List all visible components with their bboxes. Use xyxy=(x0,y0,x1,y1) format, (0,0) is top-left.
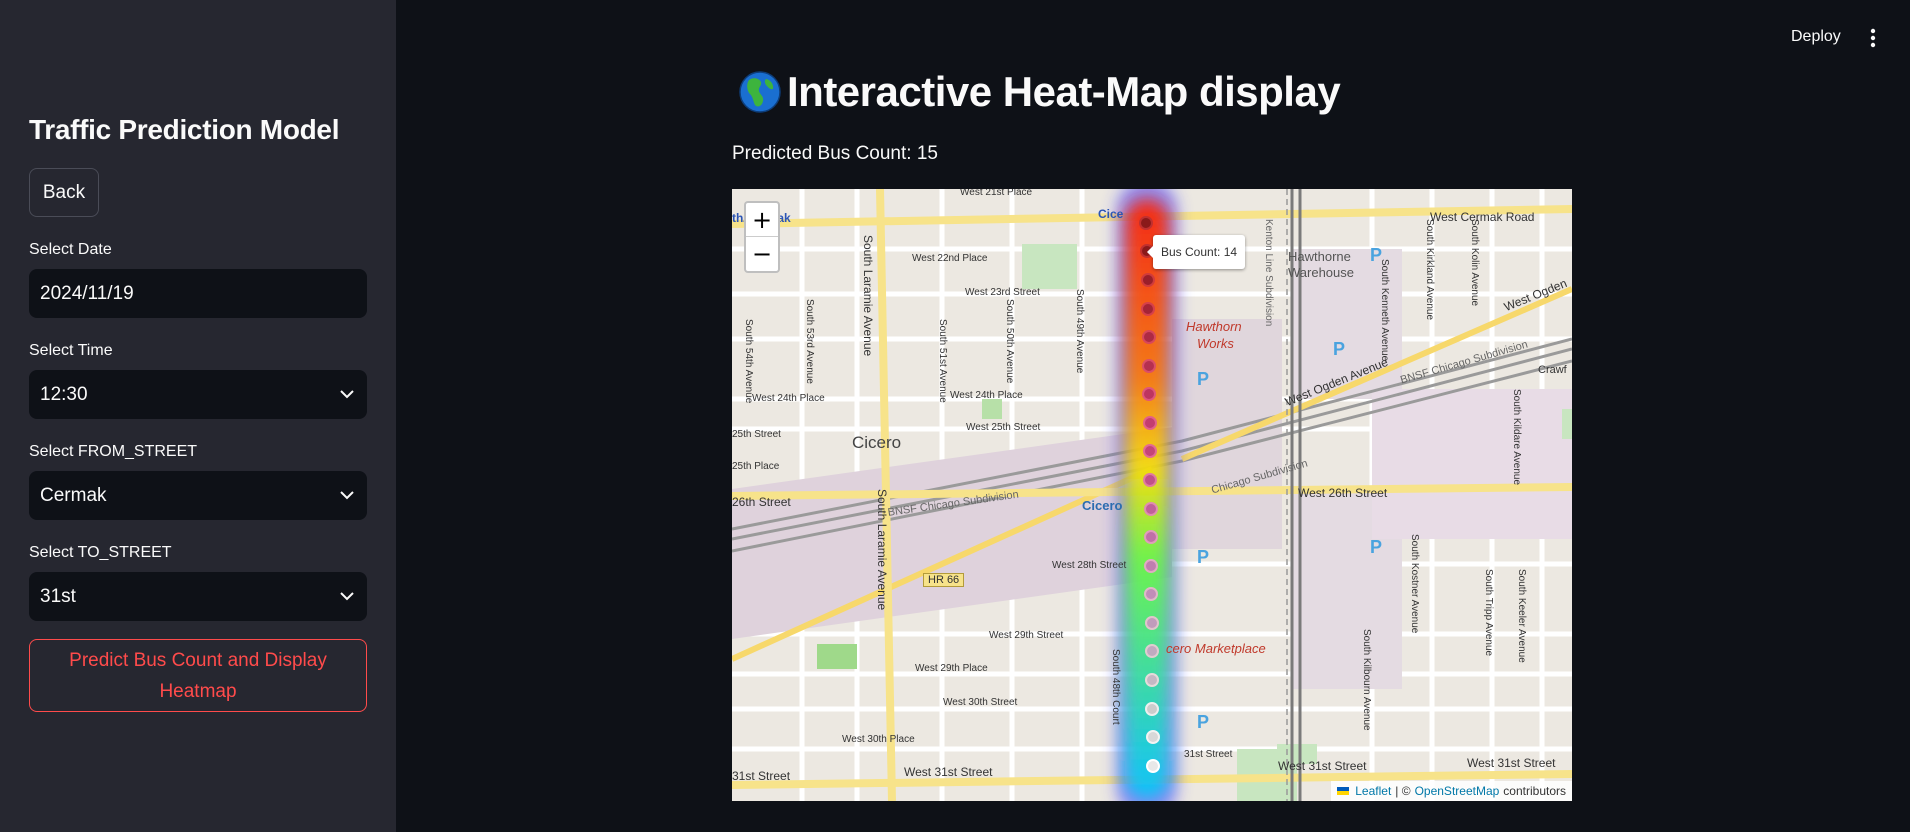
ukraine-flag-icon xyxy=(1337,787,1350,795)
chevron-down-icon xyxy=(327,491,367,500)
map-label-s-49th: South 49th Avenue xyxy=(1074,289,1085,374)
globe-icon xyxy=(739,71,781,113)
map-label-cicero: Cicero xyxy=(852,433,902,452)
map-label-hawthorne-works-1: Hawthorn xyxy=(1186,319,1242,334)
to-street-value: 31st xyxy=(40,585,76,607)
map-label-s-kenneth: South Kenneth Avenue xyxy=(1379,259,1390,362)
map-label-west-24th: West 24th Place xyxy=(752,393,825,404)
map-label-s-54th: South 54th Avenue xyxy=(743,319,754,404)
zoom-control: + − xyxy=(744,201,780,273)
map-label-31st-street-2: 31st Street xyxy=(1184,749,1233,760)
map-label-hawthorne-warehouse-1: Hawthorne xyxy=(1288,249,1351,264)
map-label-hawthorne-works-2: Works xyxy=(1197,336,1234,351)
bus-count-tooltip: Bus Count: 14 xyxy=(1146,235,1246,269)
map-label-west-24th-2: West 24th Place xyxy=(950,390,1023,401)
sidebar-title: Traffic Prediction Model xyxy=(29,114,340,145)
osm-link[interactable]: OpenStreetMap xyxy=(1414,784,1500,798)
map-label-crawford: Crawf xyxy=(1538,364,1567,376)
time-value: 12:30 xyxy=(40,383,88,405)
map-label-s-tripp: South Tripp Avenue xyxy=(1483,569,1494,657)
from-street-select[interactable]: Cermak xyxy=(29,471,367,520)
zoom-out-button[interactable]: − xyxy=(751,240,773,268)
map-label-west-cermak-road: West Cermak Road xyxy=(1430,210,1535,224)
leaflet-link[interactable]: Leaflet xyxy=(1355,784,1392,798)
map-label-west-22nd: West 22nd Place xyxy=(912,253,988,264)
map-label-s-48th: South 48th Court xyxy=(1110,649,1121,725)
svg-text:P: P xyxy=(1333,339,1345,359)
svg-text:P: P xyxy=(1197,369,1209,389)
map-label-cicero-top: Cice xyxy=(1098,207,1124,221)
page-title: Interactive Heat-Map display xyxy=(739,68,1341,116)
map-label-cicero-marketplace: cero Marketplace xyxy=(1166,641,1266,656)
date-label: Select Date xyxy=(29,241,112,258)
map-label-s-laramie-2: South Laramie Avenue xyxy=(875,489,889,611)
time-select[interactable]: 12:30 xyxy=(29,370,367,419)
map-label-25th-place: 25th Place xyxy=(732,461,780,472)
map-label-s-laramie: South Laramie Avenue xyxy=(861,235,875,357)
sidebar: Traffic Prediction Model Back Select Dat… xyxy=(0,0,396,832)
map-label-hawthorne-warehouse-2: Warehouse xyxy=(1288,265,1354,280)
kebab-menu-icon[interactable] xyxy=(1866,26,1880,50)
map-label-31st-street: 31st Street xyxy=(732,769,791,783)
map-label-s-kilbourn: South Kilbourn Avenue xyxy=(1361,629,1372,731)
to-street-select[interactable]: 31st xyxy=(29,572,367,621)
map-attribution: Leaflet | © OpenStreetMap contributors xyxy=(1331,781,1572,801)
map-label-s-kostner: South Kostner Avenue xyxy=(1409,534,1420,634)
map-label-west-23rd: West 23rd Street xyxy=(965,287,1040,298)
zoom-in-button[interactable]: + xyxy=(746,203,778,237)
map-label-26th-street: 26th Street xyxy=(732,495,791,509)
map-label-25th-street: 25th Street xyxy=(732,429,781,440)
map-label-west-21st: West 21st Place xyxy=(960,189,1033,198)
from-street-value: Cermak xyxy=(40,484,107,506)
map-label-west-29th: West 29th Street xyxy=(989,630,1064,641)
svg-text:P: P xyxy=(1197,712,1209,732)
map-label-west-31st: West 31st Street xyxy=(904,765,993,779)
map-label-west-31st-3: West 31st Street xyxy=(1467,756,1556,770)
map-label-s-kirkland: South Kirkland Avenue xyxy=(1424,219,1435,321)
map-label-cicero-station: Cicero xyxy=(1082,498,1123,513)
back-button[interactable]: Back xyxy=(29,168,99,217)
predicted-bus-count: Predicted Bus Count: 15 xyxy=(732,143,938,164)
svg-text:P: P xyxy=(1370,245,1382,265)
map-label-west-30th: West 30th Street xyxy=(943,697,1018,708)
map-label-west-30th-place: West 30th Place xyxy=(842,734,915,745)
map-label-west-31st-2: West 31st Street xyxy=(1278,759,1367,773)
map-tiles: P P P P P P xyxy=(732,189,1572,801)
chevron-down-icon xyxy=(327,592,367,601)
svg-text:P: P xyxy=(1197,547,1209,567)
bus-count-points xyxy=(1139,216,1160,773)
map-label-west-29th-place: West 29th Place xyxy=(915,663,988,674)
chevron-down-icon xyxy=(327,390,367,399)
map-label-kenton: Kenton Line Subdivision xyxy=(1263,219,1274,327)
map-label-west-28th: West 28th Street xyxy=(1052,560,1127,571)
attribution-contributors: contributors xyxy=(1503,784,1566,798)
page-title-text: Interactive Heat-Map display xyxy=(787,68,1341,115)
map-label-hr66: HR 66 xyxy=(923,573,965,587)
map-label-west-25th: West 25th Street xyxy=(966,422,1041,433)
time-label: Select Time xyxy=(29,342,113,359)
map-label-s-51st: South 51st Avenue xyxy=(937,319,948,403)
map-label-s-kildare: South Kildare Avenue xyxy=(1511,389,1522,486)
to-street-label: Select TO_STREET xyxy=(29,544,172,561)
svg-text:P: P xyxy=(1370,537,1382,557)
map-label-s-53rd: South 53rd Avenue xyxy=(804,299,815,384)
from-street-label: Select FROM_STREET xyxy=(29,443,198,460)
predict-button[interactable]: Predict Bus Count and Display Heatmap xyxy=(29,639,367,712)
map-label-west-26th: West 26th Street xyxy=(1298,486,1388,500)
date-input[interactable]: 2024/11/19 xyxy=(29,269,367,318)
heatmap-map[interactable]: P P P P P P Cicero Cicero th/Cermak Cice… xyxy=(732,189,1572,801)
map-label-s-50th: South 50th Avenue xyxy=(1004,299,1015,384)
map-label-s-keeler: South Keeler Avenue xyxy=(1516,569,1527,663)
attribution-separator: | © xyxy=(1395,784,1411,798)
date-value: 2024/11/19 xyxy=(40,282,134,304)
map-label-s-kolin: South Kolin Avenue xyxy=(1469,219,1480,307)
deploy-button[interactable]: Deploy xyxy=(1791,28,1841,45)
